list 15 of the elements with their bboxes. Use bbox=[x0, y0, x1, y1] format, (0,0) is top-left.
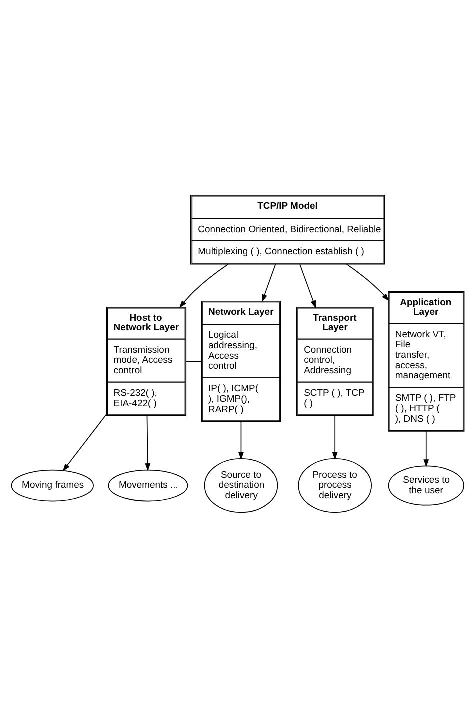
arrow bbox=[300, 264, 316, 308]
node-ellipse: Moving frames bbox=[11, 469, 94, 502]
connector bbox=[186, 360, 202, 362]
node-ellipse: Source to destination delivery bbox=[204, 458, 278, 513]
arrow bbox=[179, 264, 229, 308]
node-ellipse: Services to the user bbox=[388, 465, 464, 506]
arrow bbox=[262, 264, 276, 302]
arrow bbox=[238, 421, 244, 460]
arrow bbox=[145, 415, 151, 471]
arrow bbox=[62, 413, 108, 472]
arrow bbox=[424, 430, 430, 467]
node-ellipse: Process to process delivery bbox=[298, 458, 372, 513]
arrow bbox=[346, 263, 390, 301]
arrow bbox=[332, 415, 338, 460]
node-ellipse: Movements ... bbox=[108, 469, 188, 502]
